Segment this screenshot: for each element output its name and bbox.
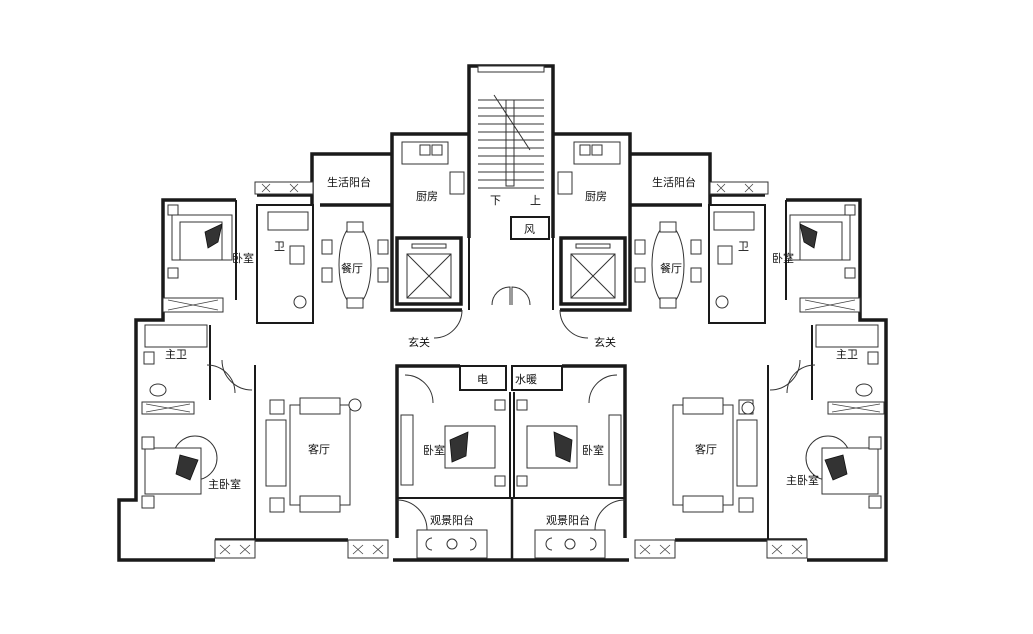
- kitchen-right-label: 厨房: [585, 190, 607, 203]
- living-balcony-right-label: 生活阳台: [652, 175, 696, 189]
- stair-up-label: 上: [530, 194, 541, 207]
- bedroom-top-right-label: 卧室: [772, 251, 794, 265]
- air-shaft-label: 风: [524, 223, 535, 236]
- master-bath-left-label: 主卫: [165, 348, 187, 361]
- electric-room-label: 电: [477, 373, 488, 386]
- master-bedroom-left-label: 主卧室: [208, 477, 241, 491]
- stair-core: 下 上 风: [395, 64, 627, 310]
- dining-right-label: 餐厅: [660, 261, 682, 275]
- kitchen-left-label: 厨房: [416, 190, 438, 203]
- view-balcony-right-label: 观景阳台: [546, 513, 590, 527]
- dining-left-label: 餐厅: [341, 261, 363, 275]
- bath-right-label: 卫: [738, 240, 749, 253]
- left-unit: 生活阳台 厨房 卧室 卫 餐厅 主卫: [117, 132, 512, 562]
- bedroom-center-right-label: 卧室: [582, 443, 604, 457]
- bedroom-top-left-label: 卧室: [232, 251, 254, 265]
- master-bath-right-label: 主卫: [836, 348, 858, 361]
- view-balcony-left-label: 观景阳台: [430, 513, 474, 527]
- living-left-label: 客厅: [308, 442, 330, 456]
- right-unit: 生活阳台 厨房 卧室 卫 餐厅 主卫: [511, 132, 888, 562]
- master-bedroom-right-label: 主卧室: [786, 473, 819, 487]
- stair-down-label: 下: [490, 194, 501, 207]
- bedroom-center-left-label: 卧室: [423, 443, 445, 457]
- bath-left-label: 卫: [274, 240, 285, 253]
- foyer-left-label: 玄关: [408, 335, 430, 349]
- living-right-label: 客厅: [695, 442, 717, 456]
- foyer-right-label: 玄关: [594, 335, 616, 349]
- water-heating-room-label: 水暖: [515, 373, 537, 386]
- living-balcony-left-label: 生活阳台: [327, 175, 371, 189]
